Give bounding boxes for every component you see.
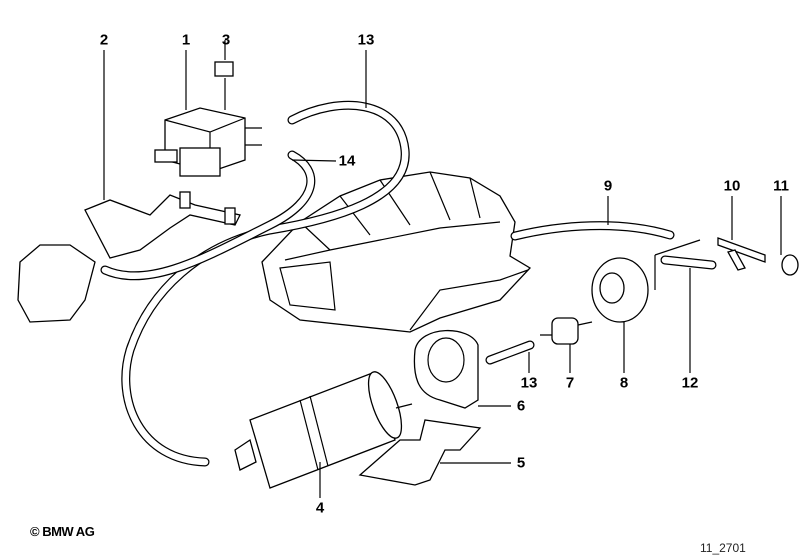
callout-11[interactable]: 11 [773,177,789,195]
hose-14 [100,150,316,281]
connector-part [17,244,96,323]
callout-1[interactable]: 1 [181,31,191,49]
callout-3[interactable]: 3 [221,31,231,49]
hose-11 [781,254,799,276]
holder-6 [413,329,479,409]
purge-valve-1 [154,40,262,177]
pipe-13 [485,340,535,365]
drawing-code: 11_2701 [700,541,746,555]
callout-4[interactable]: 4 [315,499,325,517]
callout-12[interactable]: 12 [681,374,699,392]
damper-8 [591,257,649,323]
callout-9[interactable]: 9 [603,177,613,195]
callout-14[interactable]: 14 [338,152,356,170]
callout-13-top[interactable]: 13 [357,31,375,49]
callout-5[interactable]: 5 [516,454,526,472]
tee-10 [717,237,766,271]
part-7 [540,317,593,345]
callout-7[interactable]: 7 [565,374,575,392]
callout-8[interactable]: 8 [619,374,629,392]
bracket-2 [84,191,241,259]
callout-13-bottom[interactable]: 13 [520,374,538,392]
bracket-5 [358,419,482,486]
leader-lines [103,50,782,498]
callout-6[interactable]: 6 [516,397,526,415]
callout-2[interactable]: 2 [99,31,109,49]
callout-10[interactable]: 10 [723,177,741,195]
fuel-filter-4 [234,371,413,489]
copyright-notice: © BMW AG [30,524,95,539]
hose-9 [510,221,675,241]
pipe-12 [654,239,717,290]
